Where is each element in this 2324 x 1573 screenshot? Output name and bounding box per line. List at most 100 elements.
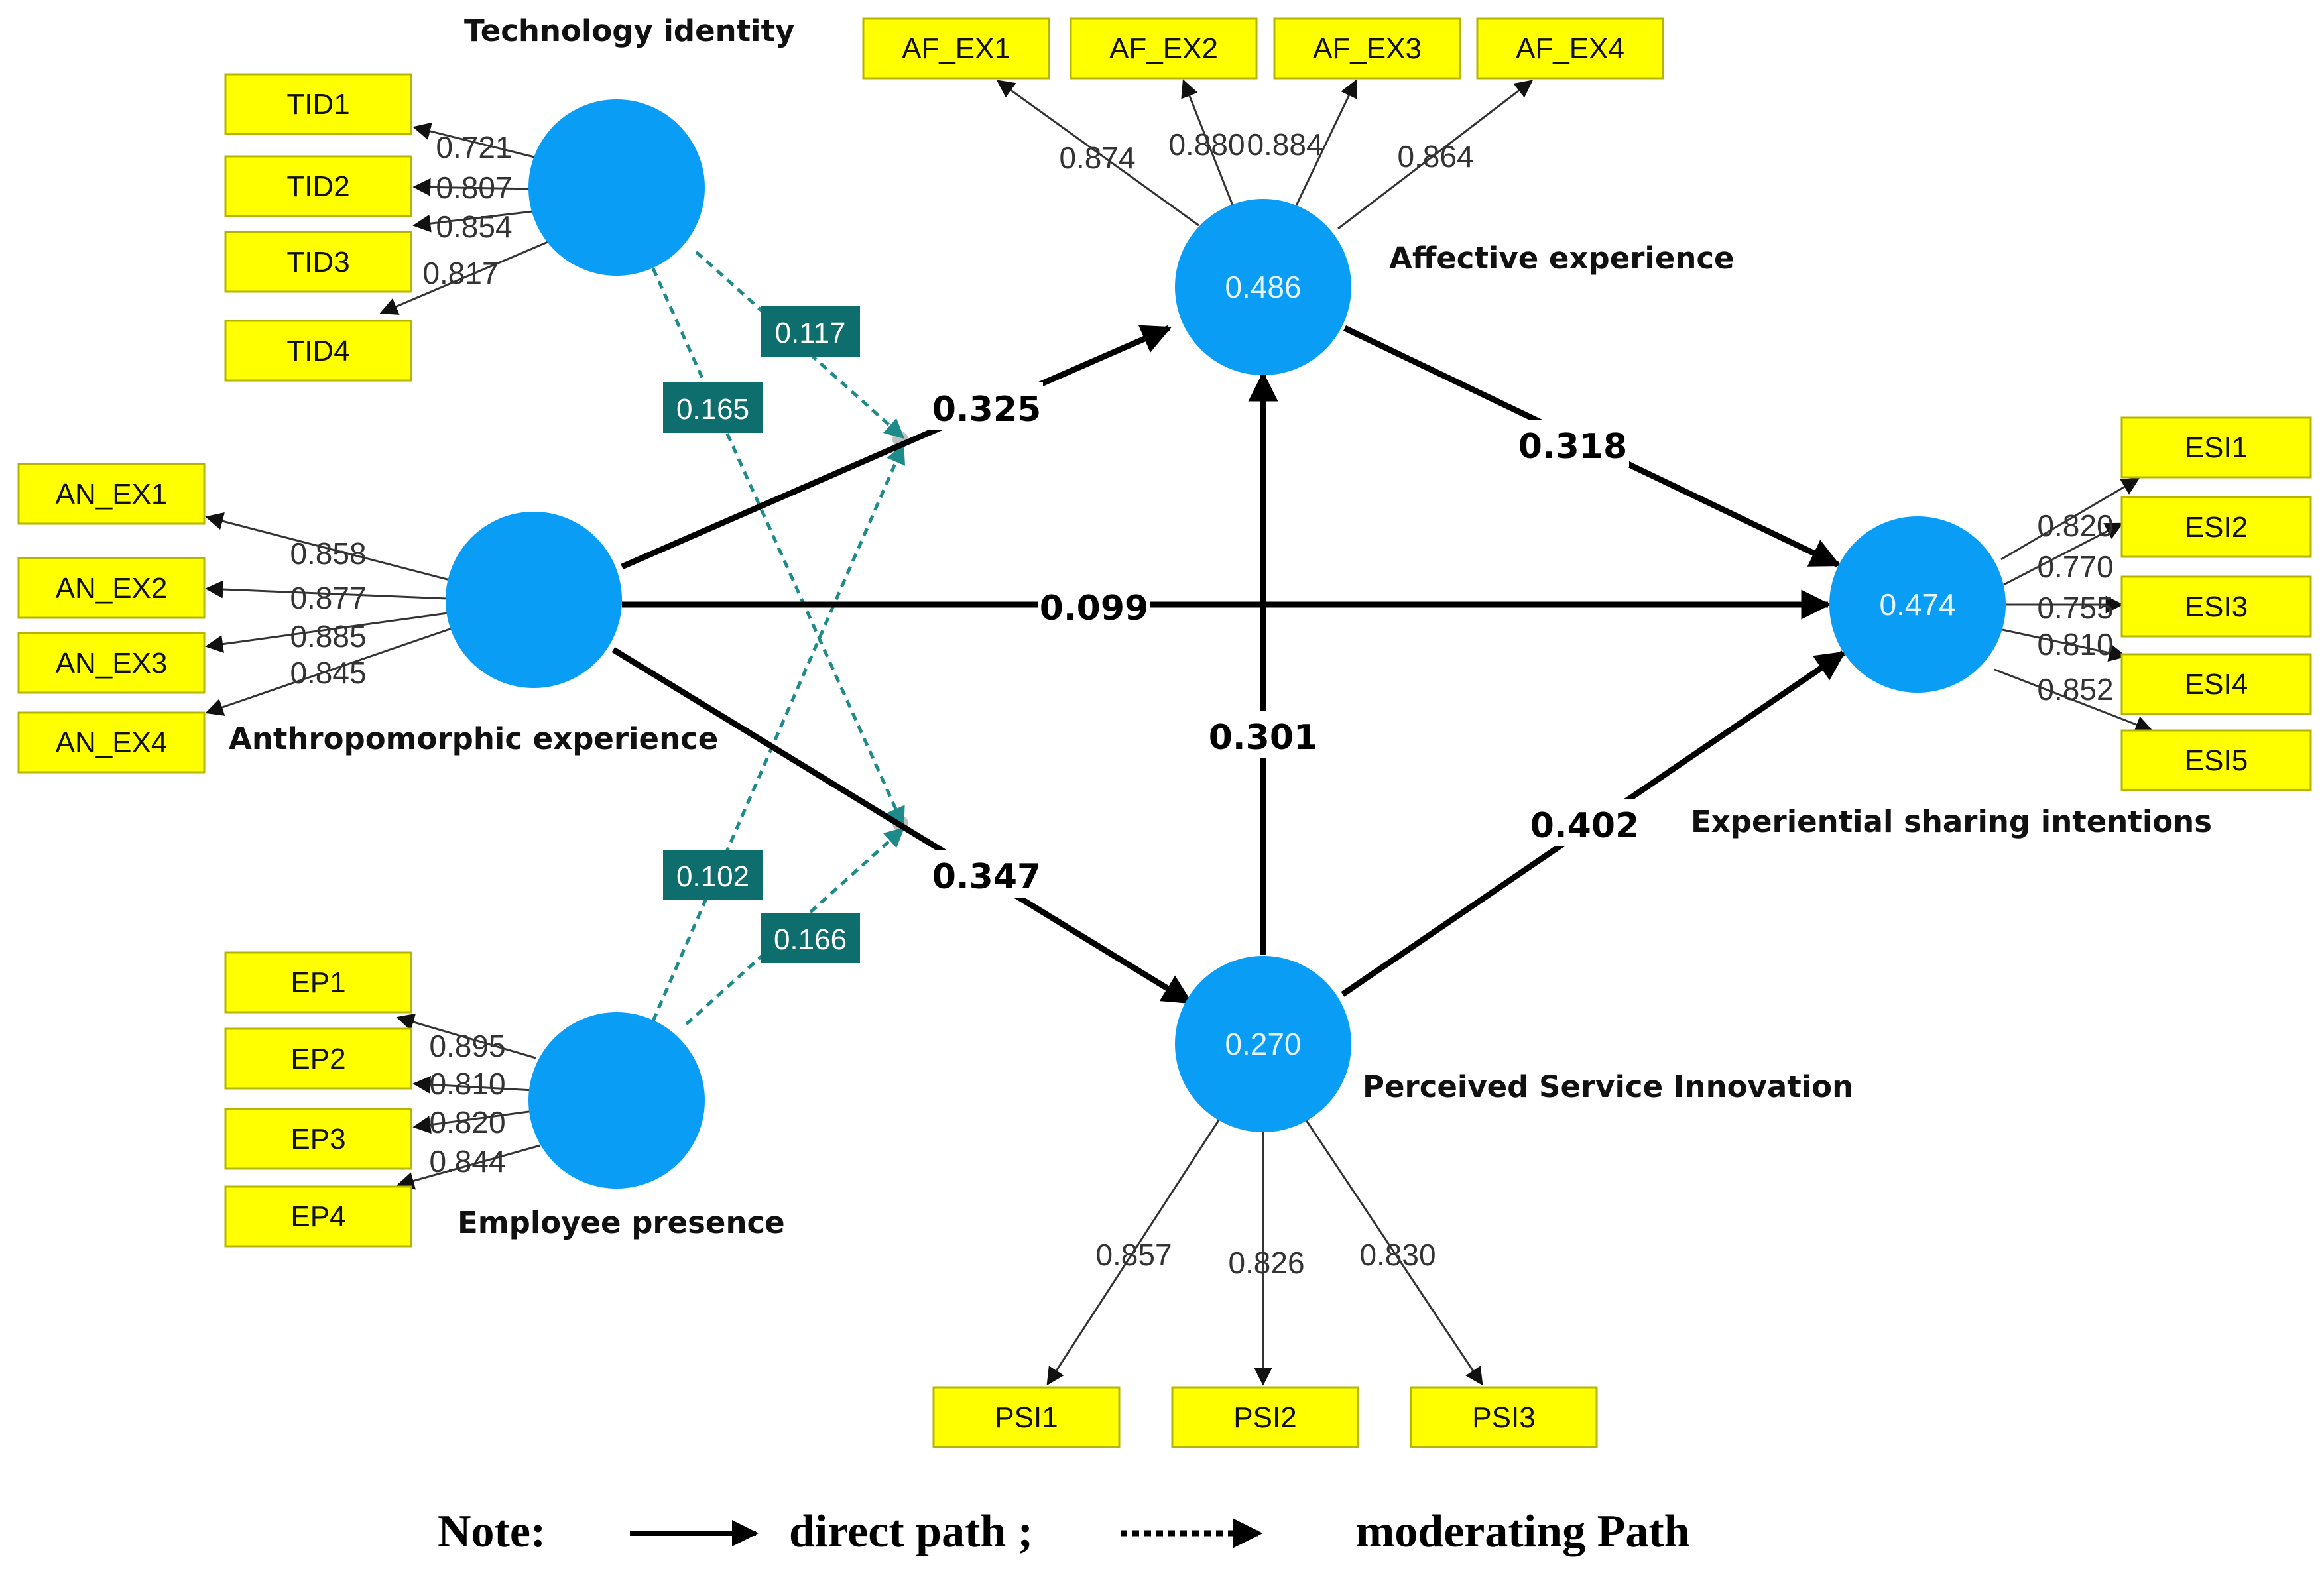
indicator-af_ex2: AF_EX2 (1070, 17, 1258, 80)
loading-arrow-tid4 (379, 237, 556, 315)
loading-arrow-ep4 (396, 1144, 541, 1190)
indicator-label: AF_EX2 (1109, 32, 1218, 65)
indicator-an_ex3: AN_EX3 (17, 632, 206, 694)
indicator-label: EP2 (290, 1043, 345, 1075)
loading-value-psi2: 0.826 (1228, 1246, 1304, 1280)
indicator-label: PSI3 (1472, 1401, 1535, 1434)
indicator-box (224, 231, 412, 293)
indicator-box (17, 463, 206, 525)
indicator-ep1: EP1 (224, 951, 412, 1014)
direct-path-anex-afex (621, 325, 1172, 570)
loading-arrow-ep3 (412, 1110, 534, 1134)
direct-path-anex-psi (611, 647, 1193, 1005)
moderating-path-tid-anex-afex (695, 251, 905, 439)
moderating-path-tid-anex-psi (651, 267, 905, 827)
indicator-psi1: PSI1 (932, 1386, 1121, 1448)
indicator-label: TID3 (286, 246, 349, 278)
indicator-label: EP3 (290, 1123, 345, 1155)
indicator-box (224, 73, 412, 135)
loading-value-psi3: 0.830 (1359, 1238, 1436, 1272)
indicator-label: ESI3 (2185, 591, 2248, 623)
moderating-coefficient-ep: 0.102 (676, 860, 749, 893)
loading-arrow-af_ex2 (1181, 79, 1235, 207)
latent-name-anex: Anthropomorphic experience (229, 721, 718, 756)
loading-value-an_ex1: 0.858 (290, 536, 366, 571)
latent-name-esi: Experiential sharing intentions (1691, 804, 2212, 839)
indicator-af_ex1: AF_EX1 (862, 17, 1050, 80)
indicator-box (224, 155, 412, 217)
indicator-tid1: TID1 (224, 73, 412, 135)
indicator-label: EP4 (290, 1200, 345, 1233)
path-coefficient-afex-esi: 0.318 (1518, 427, 1627, 467)
indicator-tid2: TID2 (224, 155, 412, 217)
indicator-box (1273, 17, 1461, 80)
indicator-label: TID4 (286, 335, 349, 367)
path-label-bg (930, 382, 1043, 430)
loading-value-an_ex2: 0.877 (290, 581, 366, 615)
loading-value-an_ex3: 0.885 (290, 619, 366, 654)
indicator-label: TID1 (286, 88, 349, 121)
moderating-coefficient-tid: 0.117 (775, 317, 846, 349)
latent-ep: Employee presence (458, 1012, 785, 1240)
latent-circle-esi (1829, 516, 2006, 693)
loading-arrow-an_ex2 (205, 580, 448, 600)
path-coefficient-anex-afex: 0.325 (932, 390, 1041, 430)
path-label-bg (930, 850, 1043, 898)
latent-circle-anex (446, 512, 622, 688)
indicator-label: AF_EX4 (1516, 32, 1624, 65)
loading-value-an_ex4: 0.845 (290, 656, 366, 690)
loading-value-tid1: 0.721 (436, 130, 512, 164)
latent-circle-tid (528, 99, 705, 276)
legend: Note: direct path ; moderating Path (438, 1506, 1690, 1557)
indicator-label: ESI5 (2185, 744, 2248, 777)
indicator-label: AN_EX4 (56, 727, 168, 759)
indicator-box (2120, 575, 2312, 638)
path-coefficient-psi-esi: 0.402 (1530, 806, 1639, 846)
moderating-label-box (663, 850, 763, 900)
moderating-label-box (663, 382, 763, 433)
loading-arrow-an_ex1 (205, 512, 458, 583)
loading-arrow-esi5 (1994, 668, 2154, 733)
loading-value-tid4: 0.817 (422, 256, 499, 290)
loading-arrow-esi1 (2000, 477, 2140, 561)
loading-value-ep3: 0.820 (429, 1105, 505, 1139)
indicator-label: AF_EX3 (1313, 32, 1422, 65)
loading-arrow-esi4 (2002, 628, 2127, 662)
indicator-tid3: TID3 (224, 231, 412, 293)
indicator-label: ESI4 (2185, 668, 2248, 701)
path-label-bg (1528, 799, 1641, 846)
indicator-box (17, 711, 206, 774)
latent-name-tid: Technology identity (464, 13, 794, 48)
indicator-esi2: ESI2 (2120, 496, 2312, 558)
loading-arrow-ep1 (396, 1013, 536, 1059)
moderating-coefficient-ep: 0.166 (774, 923, 847, 956)
indicator-box (1476, 17, 1664, 80)
indicator-an_ex2: AN_EX2 (17, 557, 206, 619)
r-squared-afex: 0.486 (1225, 270, 1301, 304)
indicator-box (2120, 416, 2312, 479)
moderating-coefficient-tid: 0.165 (676, 393, 749, 426)
indicator-boxes: TID1TID2TID3TID4AN_EX1AN_EX2AN_EX3AN_EX4… (17, 17, 2312, 1448)
loading-arrows (205, 79, 2154, 1386)
indicator-label: AN_EX2 (56, 572, 168, 605)
loading-value-esi1: 0.820 (2037, 508, 2113, 543)
indicator-ep3: EP3 (224, 1108, 412, 1170)
loading-value-af_ex2: 0.880 (1168, 127, 1245, 162)
indicator-box (224, 1027, 412, 1090)
coefficient-labels: 0.7210.8070.8540.8170.8580.8770.8850.845… (290, 127, 2113, 1280)
indicator-box (1410, 1386, 1598, 1448)
latent-name-afex: Affective experience (1389, 241, 1735, 276)
indicator-af_ex3: AF_EX3 (1273, 17, 1461, 80)
loading-arrow-af_ex4 (1337, 80, 1534, 230)
indicator-label: ESI2 (2185, 511, 2248, 544)
indicator-label: EP1 (290, 966, 345, 999)
latent-circle-psi (1175, 956, 1351, 1132)
indicator-label: ESI1 (2185, 432, 2248, 464)
indicator-box (2120, 653, 2312, 715)
indicator-tid4: TID4 (224, 320, 412, 382)
latent-circle-afex (1175, 199, 1351, 375)
loading-value-esi5: 0.852 (2037, 672, 2113, 707)
indicator-label: AN_EX1 (56, 478, 168, 510)
